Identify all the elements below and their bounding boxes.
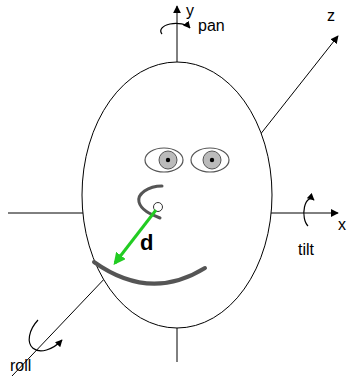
right-pupil bbox=[210, 158, 214, 162]
nose bbox=[139, 186, 162, 218]
rotation-label: pan bbox=[198, 18, 225, 34]
axis-label: z bbox=[327, 8, 335, 24]
axis-label: x bbox=[338, 217, 346, 233]
y-axis-tick bbox=[177, 326, 178, 362]
head-outline bbox=[82, 62, 272, 328]
right-iris bbox=[203, 151, 221, 169]
tilt-arrow bbox=[304, 199, 314, 226]
rotation-label: tilt bbox=[298, 242, 314, 258]
roll-arrow bbox=[29, 320, 62, 351]
y-axis bbox=[177, 6, 178, 62]
d-vector bbox=[115, 210, 156, 263]
axis-label: y bbox=[186, 3, 194, 19]
left-pupil bbox=[166, 158, 170, 162]
left-eye bbox=[145, 148, 183, 172]
mouth bbox=[94, 262, 205, 284]
rotation-label: roll bbox=[10, 358, 31, 374]
vector-label: d bbox=[140, 232, 153, 254]
left-iris bbox=[159, 151, 177, 169]
right-eye bbox=[191, 148, 229, 172]
pan-arrow bbox=[161, 23, 190, 34]
